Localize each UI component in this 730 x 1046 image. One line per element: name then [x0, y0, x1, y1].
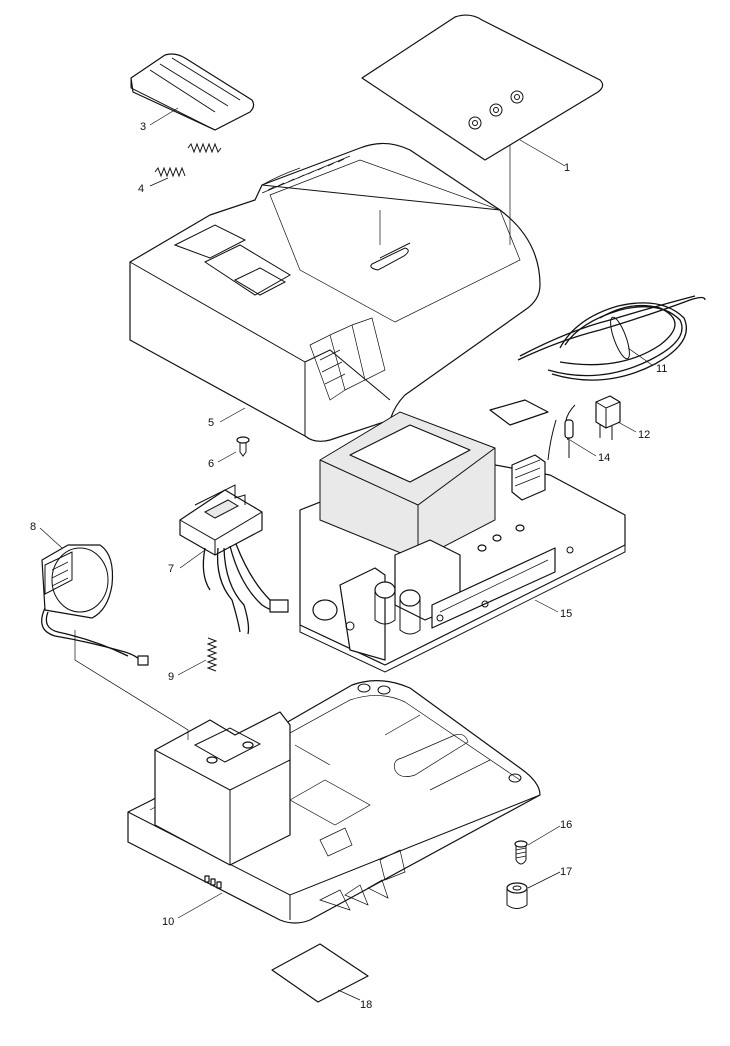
part-button-cap	[130, 53, 255, 131]
part-screw	[514, 840, 528, 865]
callouts: 1 3 4 5 6 7 8 9 10 11 12 14 15 16 17 18	[30, 121, 667, 1011]
callout-8: 8	[30, 521, 36, 533]
callout-3: 3	[140, 121, 146, 133]
part-fan	[41, 544, 149, 666]
part-rubber-foot	[506, 882, 528, 909]
callout-17: 17	[560, 866, 572, 878]
callout-15: 15	[560, 608, 572, 620]
callout-10: 10	[162, 916, 174, 928]
callout-4: 4	[138, 183, 144, 195]
callout-7: 7	[168, 563, 174, 575]
part-label-sheet	[361, 14, 604, 161]
callout-9: 9	[168, 671, 174, 683]
callout-16: 16	[560, 819, 572, 831]
part-housing-upper	[129, 142, 541, 442]
callout-11: 11	[656, 363, 667, 375]
leader-lines	[39, 107, 653, 1001]
callout-5: 5	[208, 417, 214, 429]
callout-14: 14	[598, 452, 610, 464]
part-compression-spring	[154, 142, 222, 178]
part-compression-spring-small	[206, 637, 218, 672]
callout-18: 18	[360, 999, 372, 1011]
callout-1: 1	[564, 162, 570, 174]
part-housing-lower	[127, 680, 541, 924]
part-tapping-screw	[236, 436, 250, 457]
part-power-cord	[517, 295, 706, 381]
part-circuit-board	[299, 399, 626, 673]
part-connector	[595, 395, 621, 440]
callout-12: 12	[638, 429, 650, 441]
part-thermistor	[547, 404, 576, 461]
callout-6: 6	[208, 458, 214, 470]
part-bottom-label	[271, 943, 369, 1003]
part-terminal-assembly	[179, 484, 289, 635]
